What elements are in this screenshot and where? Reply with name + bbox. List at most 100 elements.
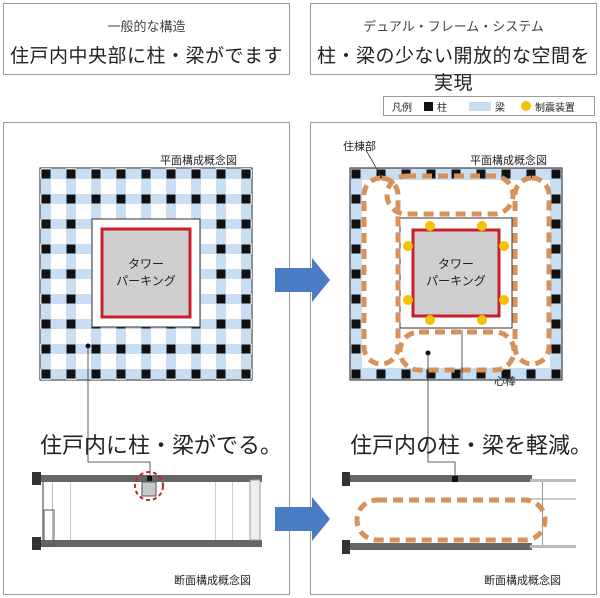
- column: [501, 169, 511, 179]
- right-plan: タワー パーキング: [349, 149, 563, 405]
- dwelling-pointer-line: [365, 149, 383, 179]
- left-parking-line1: タワー: [128, 257, 164, 271]
- column: [216, 244, 226, 254]
- right-caption: 住戸内の柱・梁を軽減。: [350, 434, 593, 459]
- core-label: 心棒: [494, 375, 516, 388]
- column: [66, 219, 76, 229]
- column: [166, 344, 176, 354]
- column-swatch-icon: [424, 101, 433, 111]
- column: [241, 194, 251, 204]
- header-left-subtitle: 一般的な構造: [107, 20, 186, 35]
- column: [551, 219, 561, 229]
- column: [41, 244, 51, 254]
- column: [41, 369, 51, 379]
- column: [216, 294, 226, 304]
- header-left-box: 一般的な構造 住戸内中央部に柱・梁がでます: [3, 3, 290, 75]
- column: [116, 344, 126, 354]
- column: [66, 344, 76, 354]
- column: [426, 369, 436, 379]
- column: [241, 344, 251, 354]
- left-plan-label: 平面構成概念図: [160, 154, 237, 167]
- column: [141, 344, 151, 354]
- column: [191, 369, 201, 379]
- column: [351, 344, 361, 354]
- damper-icon: [403, 241, 413, 251]
- column: [66, 244, 76, 254]
- dwelling-outline-right: [512, 175, 552, 367]
- column: [551, 344, 561, 354]
- column: [66, 194, 76, 204]
- header-right-subtitle: デュアル・フレーム・システム: [363, 20, 544, 35]
- left-parking-core: [100, 227, 192, 319]
- arrow-bottom-icon: [275, 497, 330, 541]
- damper-icon: [403, 295, 413, 305]
- damper-icon: [499, 295, 509, 305]
- dwelling-outline-left: [361, 175, 401, 367]
- column: [166, 194, 176, 204]
- right-parking-line2: パーキング: [426, 274, 486, 288]
- right-plan-label: 平面構成概念図: [470, 154, 547, 167]
- column: [216, 169, 226, 179]
- legend-beam-label: 梁: [495, 102, 505, 114]
- column: [191, 194, 201, 204]
- header-right-box: デュアル・フレーム・システム 柱・梁の少ない開放的な空間を実現: [310, 3, 597, 94]
- right-section: [342, 405, 576, 554]
- right-parking-line1: タワー: [438, 257, 474, 271]
- column: [141, 369, 151, 379]
- column: [501, 369, 511, 379]
- column: [41, 344, 51, 354]
- dwelling-outlines: [361, 173, 552, 373]
- column: [376, 369, 386, 379]
- column: [551, 369, 561, 379]
- beam-swatch-icon: [469, 101, 491, 111]
- column: [66, 294, 76, 304]
- left-plan: タワー パーキング: [39, 167, 253, 405]
- column: [351, 219, 361, 229]
- legend: 凡例 柱 梁 制震装置: [383, 96, 595, 116]
- column: [351, 369, 361, 379]
- legend-column-label: 柱: [437, 102, 447, 114]
- column: [551, 269, 561, 279]
- column: [41, 219, 51, 229]
- column: [41, 194, 51, 204]
- column: [526, 369, 536, 379]
- column: [66, 319, 76, 329]
- left-section-label: 断面構成概念図: [174, 574, 251, 587]
- column: [351, 319, 361, 329]
- column: [476, 369, 486, 379]
- right-section-label: 断面構成概念図: [484, 574, 561, 587]
- damper-icon: [425, 315, 435, 325]
- column: [41, 294, 51, 304]
- column: [241, 319, 251, 329]
- column: [216, 269, 226, 279]
- core-pointer-line: [461, 330, 490, 381]
- column: [451, 369, 461, 379]
- column: [241, 369, 251, 379]
- column: [241, 294, 251, 304]
- column: [551, 169, 561, 179]
- left-parking-line2: パーキング: [116, 274, 176, 288]
- left-caption: 住戸内に柱・梁がでる。: [40, 434, 283, 459]
- column: [351, 269, 361, 279]
- column: [216, 319, 226, 329]
- column: [551, 244, 561, 254]
- column: [41, 269, 51, 279]
- dwelling-outline-top: [384, 173, 516, 217]
- column: [241, 244, 251, 254]
- damper-set: [403, 221, 509, 325]
- dwelling-outline-bottom: [397, 329, 517, 373]
- column: [41, 319, 51, 329]
- column: [141, 194, 151, 204]
- section-dwelling-outline: [354, 497, 548, 543]
- header-right-title: 柱・梁の少ない開放的な空間を実現: [316, 45, 590, 94]
- column: [551, 319, 561, 329]
- column: [66, 269, 76, 279]
- column: [476, 169, 486, 179]
- damper-swatch-icon: [521, 101, 531, 111]
- column: [241, 169, 251, 179]
- damper-icon: [477, 221, 487, 231]
- column: [116, 194, 126, 204]
- column: [351, 169, 361, 179]
- column: [66, 369, 76, 379]
